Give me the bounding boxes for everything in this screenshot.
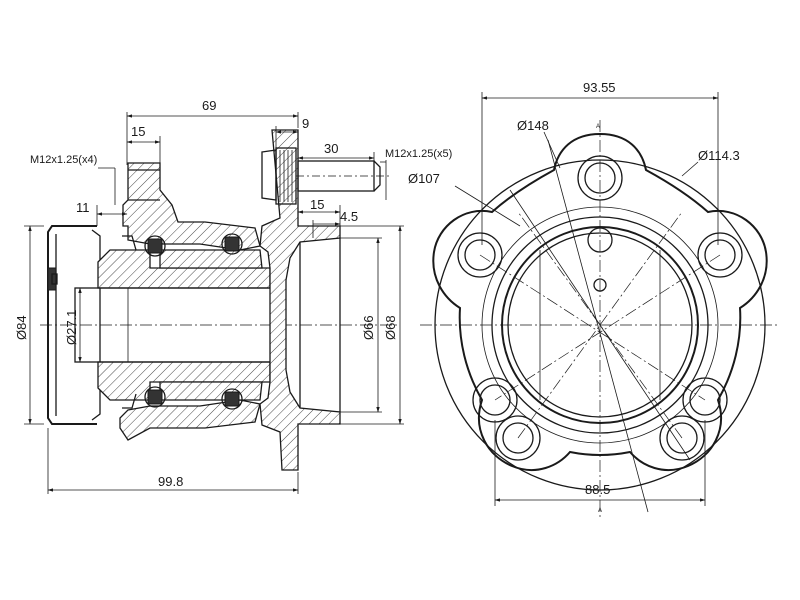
dim-11: 11 (76, 200, 90, 215)
dim-88-5: 88.5 (585, 482, 610, 497)
front-centerlines (420, 120, 780, 520)
dim-15: 15 (131, 124, 145, 139)
dim-dia-66: Ø66 (361, 315, 376, 340)
stud-knurl (279, 150, 293, 202)
dim-dia-84: Ø84 (14, 315, 29, 340)
dim-4-5: 4.5 (340, 209, 358, 224)
hub-flange (259, 129, 341, 471)
bearing-balls-lower (122, 386, 243, 410)
dim-93-55: 93.55 (583, 80, 616, 95)
stud-hole-upper-left (457, 232, 503, 278)
dim-30: 30 (324, 141, 338, 156)
knuckle-flange-lower (119, 399, 261, 441)
inner-race-upper (97, 249, 271, 289)
front-view: 93.55 Ø148 Ø114.3 Ø107 88.5 A A (408, 80, 780, 520)
dust-shield (47, 225, 101, 425)
dim-dia-114-3: Ø114.3 (698, 148, 740, 163)
dim-dia-27-1: Ø27.1 (64, 310, 79, 345)
stud-hole-lower-left (472, 377, 541, 461)
thread-inner: M12x1.25(x4) (30, 154, 97, 166)
bearing-balls-upper (122, 233, 243, 257)
dim-dia-148: Ø148 (517, 118, 549, 133)
side-dimensions: 69 15 9 30 M12x1.25(x5) M12x1.25(x4) (14, 98, 452, 494)
side-section-view: 69 15 9 30 M12x1.25(x5) M12x1.25(x4) (14, 98, 452, 494)
dim-9: 9 (302, 116, 309, 131)
dim-69: 69 (202, 98, 216, 113)
dim-99-8: 99.8 (158, 474, 183, 489)
wheel-stud (261, 147, 392, 205)
section-mark-bottom: A (598, 508, 602, 514)
front-dimensions: 93.55 Ø148 Ø114.3 Ø107 88.5 A A (408, 80, 740, 514)
thread-outer: M12x1.25(x5) (385, 148, 452, 160)
dim-dia-68: Ø68 (383, 315, 398, 340)
dim-15b: 15 (310, 197, 324, 212)
section-mark-top: A (596, 124, 600, 130)
stud-hole-upper-right (697, 232, 743, 278)
stud-hole-lower-right (659, 377, 728, 461)
inner-race-lower (97, 361, 271, 401)
dim-dia-107: Ø107 (408, 171, 440, 186)
